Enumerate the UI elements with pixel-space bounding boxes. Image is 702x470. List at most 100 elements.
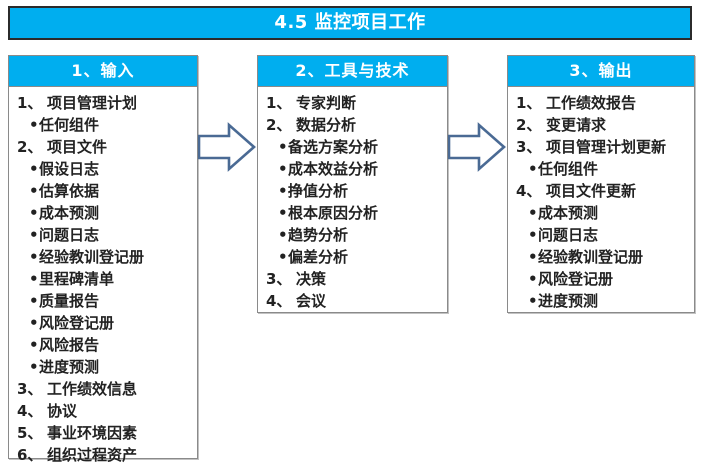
- list-item-bullet: •: [528, 204, 538, 222]
- list-item-label: 组织过程资产: [47, 446, 138, 464]
- list-item-label: 根本原因分析: [288, 204, 379, 222]
- column-input-header-label: 1、输入: [71, 61, 135, 80]
- list-item-bullet: •: [528, 292, 538, 310]
- list-item-label: 假设日志: [39, 160, 100, 178]
- list-item: •偏差分析: [264, 246, 443, 268]
- list-item-bullet: •: [528, 270, 538, 288]
- list-item: •成本效益分析: [264, 158, 443, 180]
- list-item: •任何组件: [514, 158, 690, 180]
- list-item-bullet: •: [29, 336, 39, 354]
- list-item: •进度预测: [15, 356, 193, 378]
- list-item-label: 任何组件: [39, 116, 100, 134]
- list-item-label: 工作绩效信息: [47, 380, 138, 398]
- list-item-label: 决策: [296, 270, 327, 288]
- list-item-bullet: •: [278, 138, 288, 156]
- list-item-bullet: •: [29, 226, 39, 244]
- list-item-label: 会议: [296, 292, 327, 310]
- list-item-number: 4、: [266, 292, 292, 310]
- list-item: •质量报告: [15, 290, 193, 312]
- list-item-number: 1、: [17, 94, 43, 112]
- list-item-number: 5、: [17, 424, 43, 442]
- list-item: 3、工作绩效信息: [15, 378, 193, 400]
- list-item: 1、工作绩效报告: [514, 92, 690, 114]
- list-item-bullet: •: [278, 204, 288, 222]
- list-item-label: 项目文件: [47, 138, 108, 156]
- list-item: •成本预测: [514, 202, 690, 224]
- list-item: •成本预测: [15, 202, 193, 224]
- list-item-label: 成本效益分析: [288, 160, 379, 178]
- column-output-header-label: 3、输出: [569, 61, 633, 80]
- list-item: •根本原因分析: [264, 202, 443, 224]
- list-item-bullet: •: [29, 314, 39, 332]
- list-item: •任何组件: [15, 114, 193, 136]
- list-item: •备选方案分析: [264, 136, 443, 158]
- list-item-label: 挣值分析: [288, 182, 349, 200]
- list-item-label: 进度预测: [538, 292, 599, 310]
- list-item: 2、项目文件: [15, 136, 193, 158]
- list-item: •里程碑清单: [15, 268, 193, 290]
- list-item-label: 变更请求: [546, 116, 607, 134]
- list-item-number: 2、: [516, 116, 542, 134]
- list-item: •问题日志: [514, 224, 690, 246]
- list-item: •风险报告: [15, 334, 193, 356]
- list-item-label: 经验教训登记册: [538, 248, 644, 266]
- list-item-number: 4、: [17, 402, 43, 420]
- list-item: 4、项目文件更新: [514, 180, 690, 202]
- list-item-bullet: •: [29, 270, 39, 288]
- page-title: 4.5 监控项目工作: [274, 12, 426, 33]
- list-item-bullet: •: [29, 182, 39, 200]
- list-item: 2、变更请求: [514, 114, 690, 136]
- list-item-bullet: •: [29, 292, 39, 310]
- list-item-number: 3、: [516, 138, 542, 156]
- list-item: •经验教训登记册: [15, 246, 193, 268]
- list-item-label: 进度预测: [39, 358, 100, 376]
- list-item: 4、协议: [15, 400, 193, 422]
- list-item-bullet: •: [29, 358, 39, 376]
- list-item-label: 里程碑清单: [39, 270, 115, 288]
- list-item-label: 项目管理计划: [47, 94, 138, 112]
- list-item-label: 备选方案分析: [288, 138, 379, 156]
- list-item-bullet: •: [29, 248, 39, 266]
- list-item: •经验教训登记册: [514, 246, 690, 268]
- list-item-label: 问题日志: [538, 226, 599, 244]
- list-item-label: 数据分析: [296, 116, 357, 134]
- list-item-label: 成本预测: [39, 204, 100, 222]
- list-item-bullet: •: [278, 248, 288, 266]
- list-item: 5、事业环境因素: [15, 422, 193, 444]
- list-item: 1、专家判断: [264, 92, 443, 114]
- list-item-label: 风险报告: [39, 336, 100, 354]
- list-item-label: 风险登记册: [538, 270, 614, 288]
- list-item: 3、项目管理计划更新: [514, 136, 690, 158]
- list-item-label: 项目管理计划更新: [546, 138, 667, 156]
- list-item-bullet: •: [528, 248, 538, 266]
- list-item-bullet: •: [29, 204, 39, 222]
- list-item: •挣值分析: [264, 180, 443, 202]
- list-item-label: 趋势分析: [288, 226, 349, 244]
- list-item-number: 3、: [266, 270, 292, 288]
- list-item: 4、会议: [264, 290, 443, 312]
- list-item-label: 风险登记册: [39, 314, 115, 332]
- list-item: 1、项目管理计划: [15, 92, 193, 114]
- list-item-number: 1、: [516, 94, 542, 112]
- list-item-label: 任何组件: [538, 160, 599, 178]
- list-item-label: 事业环境因素: [47, 424, 138, 442]
- list-item: 6、组织过程资产: [15, 444, 193, 466]
- column-tools-header-label: 2、工具与技术: [295, 61, 410, 80]
- list-item: 3、决策: [264, 268, 443, 290]
- list-item-bullet: •: [29, 116, 39, 134]
- list-item-number: 6、: [17, 446, 43, 464]
- flow-arrow-right-icon: [197, 118, 256, 176]
- list-item-bullet: •: [528, 226, 538, 244]
- list-item-label: 估算依据: [39, 182, 100, 200]
- list-item-bullet: •: [278, 182, 288, 200]
- list-item-label: 经验教训登记册: [39, 248, 145, 266]
- column-tools-header: 2、工具与技术: [258, 56, 447, 87]
- list-item-label: 质量报告: [39, 292, 100, 310]
- list-item: •风险登记册: [15, 312, 193, 334]
- list-item-number: 4、: [516, 182, 542, 200]
- flow-arrow-right-icon: [447, 118, 506, 176]
- list-item-label: 问题日志: [39, 226, 100, 244]
